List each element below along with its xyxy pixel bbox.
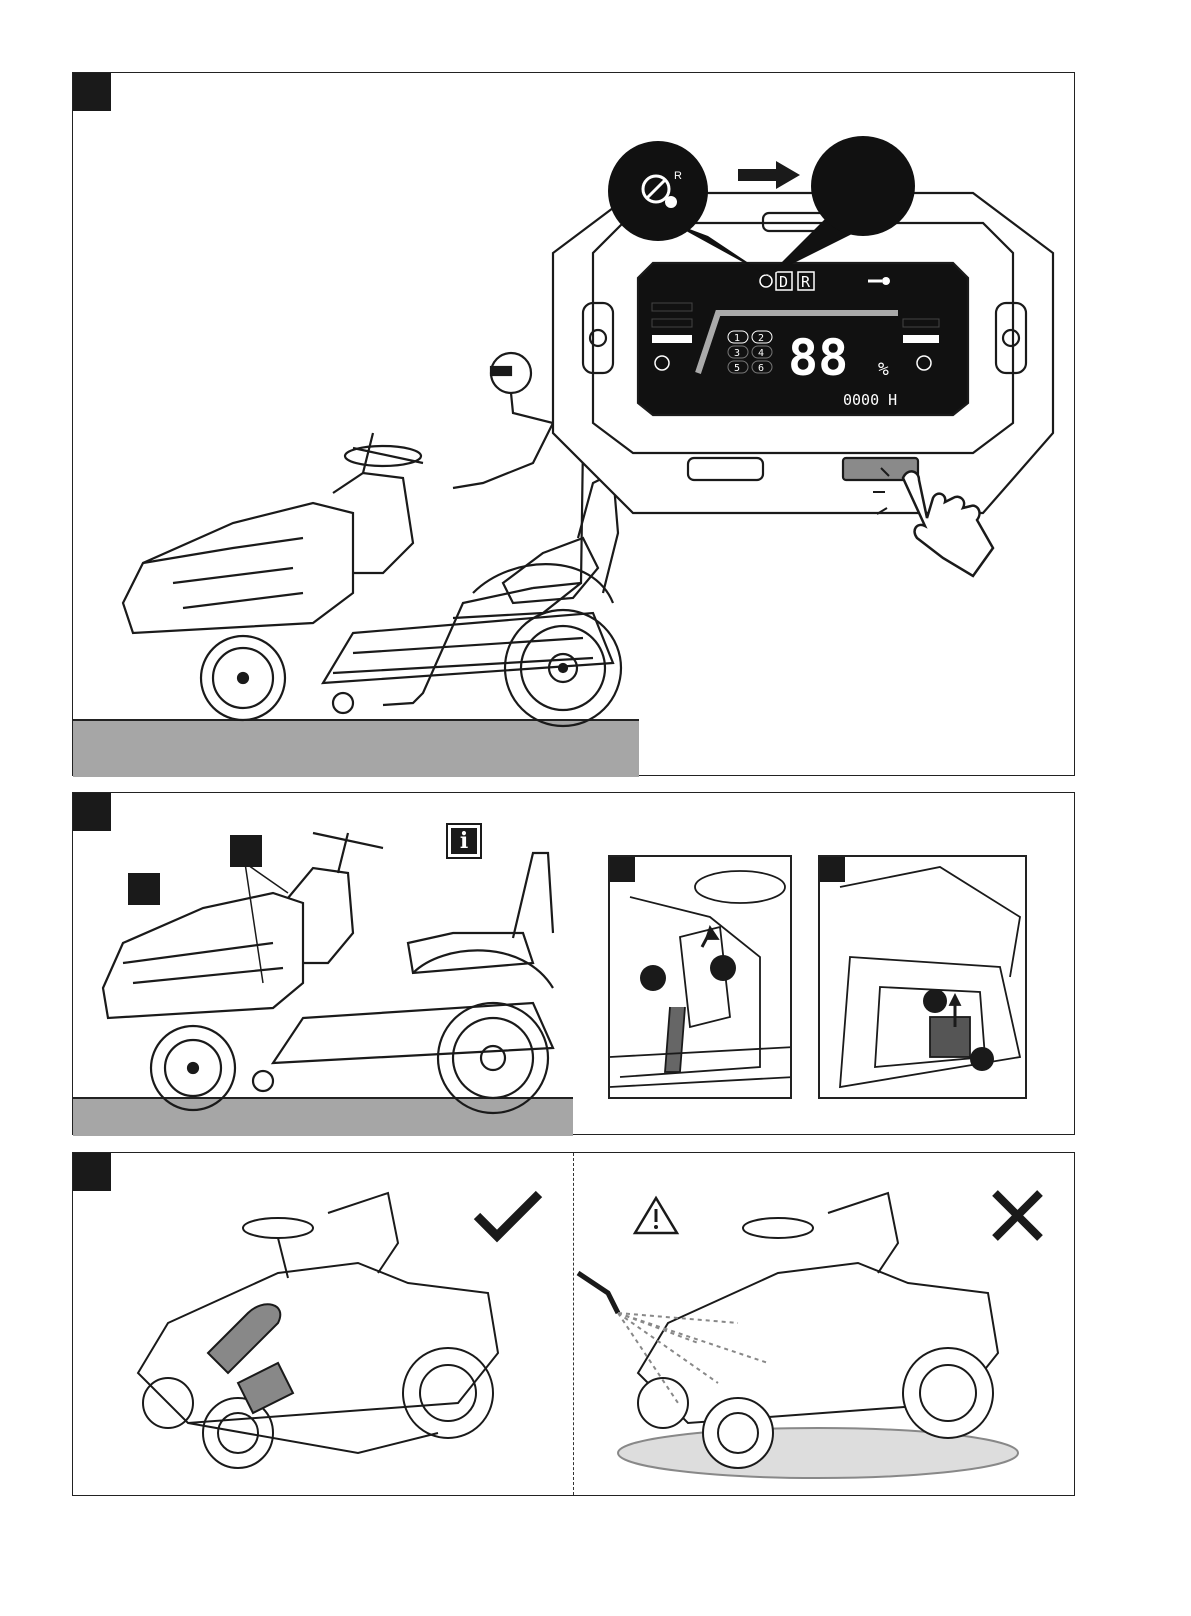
inset-battery-compartment	[818, 855, 1027, 1099]
svg-text:2: 2	[758, 333, 764, 344]
svg-text:5: 5	[734, 363, 740, 374]
check-icon	[473, 1188, 543, 1243]
callout-tag-a	[128, 873, 160, 905]
pointing-hand-icon	[873, 458, 1023, 588]
gear-d-indicator: D	[779, 273, 788, 291]
speed-selector-grid: 1 2 3 4 5 6	[728, 331, 772, 374]
arrow-right-icon	[738, 161, 803, 189]
battery-percentage: 88	[788, 329, 848, 387]
inset-2-marker-a	[923, 989, 947, 1013]
mower-side-view-illustration	[93, 823, 573, 1098]
lcd-screen: D R 1 2 3 4 5 6 88 %	[638, 263, 968, 415]
percent-sign: %	[878, 359, 889, 380]
panel-2: i	[72, 792, 1075, 1135]
panel-1-number-tag	[73, 73, 111, 111]
svg-text:3: 3	[734, 348, 740, 359]
gear-r-indicator: R	[801, 273, 811, 291]
hour-meter: 0000 H	[843, 391, 897, 409]
lever-illustration	[610, 857, 792, 1099]
panel-3	[72, 1152, 1075, 1496]
panel-1: D R 1 2 3 4 5 6 88 %	[72, 72, 1075, 776]
mower-pressure-washer-illustration	[578, 1183, 1008, 1483]
battery-compartment-illustration	[820, 857, 1027, 1099]
svg-text:R: R	[674, 170, 682, 182]
panel-3-number-tag	[73, 1153, 111, 1191]
callout-leader-lines	[233, 863, 293, 993]
mower-brush-cleaning-illustration	[128, 1183, 508, 1483]
panel-2-ground	[73, 1097, 573, 1136]
panel-1-ground	[73, 719, 639, 777]
inset-1-marker-a	[640, 965, 666, 991]
info-icon: i	[446, 823, 482, 859]
svg-text:1: 1	[734, 333, 740, 344]
svg-text:4: 4	[758, 348, 764, 359]
panel-3-divider	[573, 1153, 574, 1495]
inset-1-marker-b	[710, 955, 736, 981]
inset-seat-lever	[608, 855, 792, 1099]
inset-2-marker-b	[970, 1047, 994, 1071]
svg-text:6: 6	[758, 363, 764, 374]
